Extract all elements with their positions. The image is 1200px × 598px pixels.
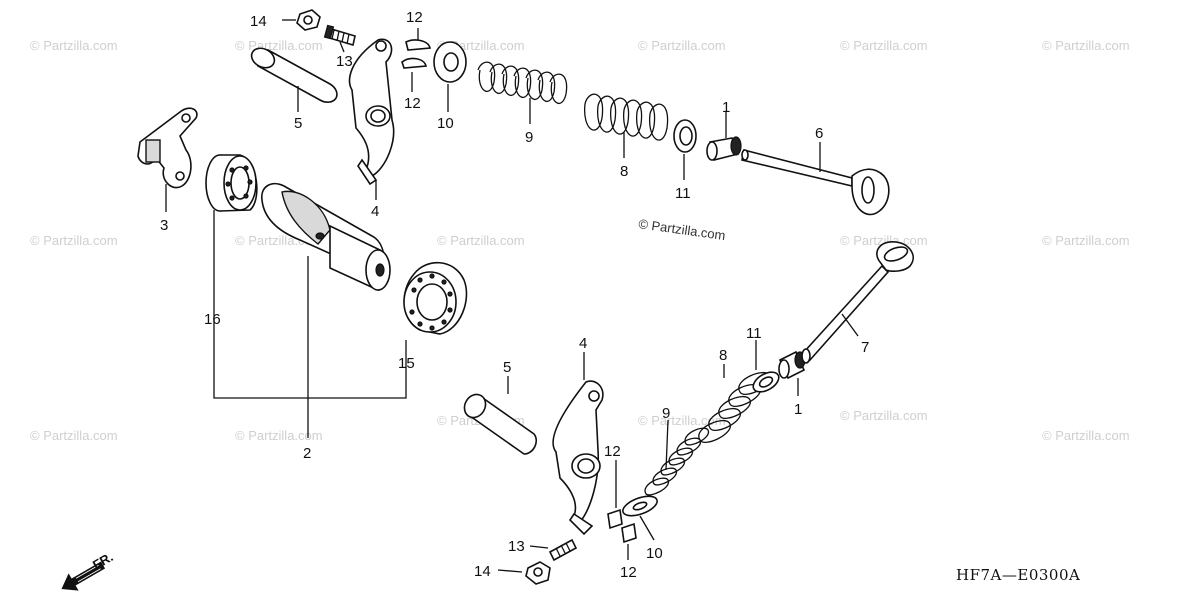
watermark-text: © Partzilla.com	[235, 38, 323, 53]
part-6-intake-valve[interactable]	[741, 149, 890, 216]
watermark-text: © Partzilla.com	[30, 233, 118, 248]
watermark-text: © Partzilla.com	[840, 233, 928, 248]
diagram-code: HF7A—E0300A	[956, 566, 1080, 584]
callout-4[interactable]: 4	[579, 335, 587, 352]
callout-5[interactable]: 5	[503, 359, 511, 376]
part-9-inner-spring-lower[interactable]	[644, 427, 710, 496]
callout-10[interactable]: 10	[646, 545, 663, 562]
callout-9[interactable]: 9	[525, 129, 533, 146]
part-7-exhaust-valve[interactable]	[801, 241, 914, 364]
callout-12[interactable]: 12	[604, 443, 621, 460]
callout-14[interactable]: 14	[250, 13, 267, 30]
callout-1[interactable]: 1	[794, 401, 802, 418]
part-12-valve-cotter-lower[interactable]	[607, 508, 637, 544]
watermark-text: © Partzilla.com	[235, 428, 323, 443]
callout-14[interactable]: 14	[474, 563, 491, 580]
watermark-text: © Partzilla.com	[1042, 233, 1130, 248]
part-12-valve-cotter-upper[interactable]	[401, 39, 432, 69]
part-15-bearing-right[interactable]	[403, 261, 468, 335]
callout-11[interactable]: 11	[746, 325, 762, 342]
watermark-center-text: © Partzilla.com	[638, 216, 727, 243]
callout-1[interactable]: 1	[722, 99, 730, 116]
part-4-rocker-arm-upper[interactable]	[348, 38, 395, 186]
watermark-text: © Partzilla.com	[1042, 38, 1130, 53]
callout-4[interactable]: 4	[371, 203, 379, 220]
callout-6[interactable]: 6	[815, 125, 823, 142]
part-13-adjusting-screw-lower[interactable]	[548, 538, 578, 562]
part-1-stem-seal-upper[interactable]	[706, 136, 742, 161]
callout-12[interactable]: 12	[406, 9, 423, 26]
part-14-nut-upper[interactable]	[296, 9, 321, 31]
watermark-text: © Partzilla.com	[437, 233, 525, 248]
part-4-rocker-arm-lower[interactable]	[552, 380, 604, 536]
callout-8[interactable]: 8	[719, 347, 727, 364]
part-10-spring-retainer-upper[interactable]	[433, 41, 467, 83]
part-10-spring-retainer-lower[interactable]	[620, 492, 659, 519]
part-3-cam-holder[interactable]	[137, 107, 198, 189]
part-8-outer-spring-upper[interactable]	[584, 93, 669, 141]
watermark-text: © Partzilla.com	[1042, 428, 1130, 443]
part-8-outer-spring-lower[interactable]	[698, 371, 771, 443]
part-11-spring-seat-upper[interactable]	[673, 119, 697, 153]
callout-12[interactable]: 12	[620, 564, 637, 581]
callout-8[interactable]: 8	[620, 163, 628, 180]
part-1-stem-seal-lower[interactable]	[778, 350, 806, 380]
leader-lines	[165, 19, 859, 573]
watermark-text: © Partzilla.com	[638, 413, 726, 428]
callout-2[interactable]: 2	[303, 445, 311, 462]
watermark-text: © Partzilla.com	[840, 38, 928, 53]
part-2-camshaft[interactable]	[261, 182, 391, 292]
callout-3[interactable]: 3	[160, 217, 168, 234]
part-5-rocker-shaft-lower[interactable]	[460, 391, 538, 455]
watermark-text: © Partzilla.com	[30, 428, 118, 443]
watermark-grid: © Partzilla.com © Partzilla.com © Partzi…	[30, 38, 1130, 443]
part-9-inner-spring-upper[interactable]	[477, 61, 568, 105]
callout-16[interactable]: 16	[204, 311, 221, 328]
callout-13[interactable]: 13	[336, 53, 353, 70]
callout-13[interactable]: 13	[508, 538, 525, 555]
callout-5[interactable]: 5	[294, 115, 302, 132]
watermark-text: © Partzilla.com	[840, 408, 928, 423]
part-13-adjusting-screw-upper[interactable]	[323, 24, 356, 47]
part-5-rocker-shaft-upper[interactable]	[248, 44, 338, 103]
callout-15[interactable]: 15	[398, 355, 415, 372]
callout-10[interactable]: 10	[437, 115, 454, 132]
callout-9[interactable]: 9	[662, 405, 670, 422]
callout-11[interactable]: 11	[675, 185, 691, 202]
callout-7[interactable]: 7	[861, 339, 869, 356]
part-16-bearing-left[interactable]	[205, 154, 258, 212]
callout-12[interactable]: 12	[404, 95, 421, 112]
watermark-text: © Partzilla.com	[638, 38, 726, 53]
front-arrow-icon: FR.	[61, 549, 116, 591]
callout-labels: 14 13 12 12 5 10 9 8 11 1 6 4 3 16 15 2 …	[160, 9, 869, 581]
part-14-nut-lower[interactable]	[525, 561, 551, 585]
watermark-text: © Partzilla.com	[30, 38, 118, 53]
part-11-spring-seat-lower[interactable]	[750, 368, 782, 396]
